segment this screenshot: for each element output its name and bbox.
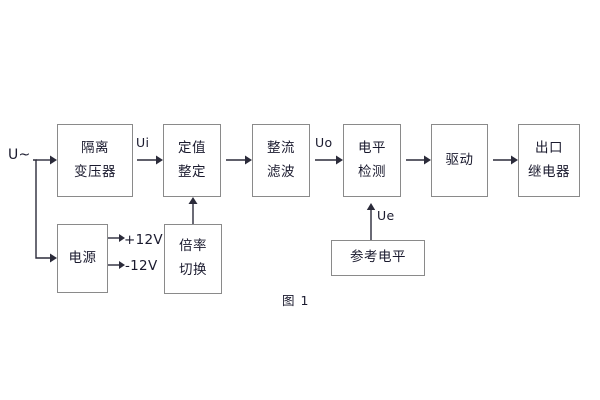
arrowhead-setting-to-rectify — [245, 155, 252, 165]
block-label-line2: 变压器 — [74, 163, 116, 180]
block-label-line2: 滤波 — [267, 163, 295, 180]
arrowhead-negative-12v — [119, 261, 125, 269]
block-label-line2: 检测 — [358, 163, 386, 180]
connector-drive-to-output-relay — [493, 155, 518, 165]
block-label-line1: 电源 — [68, 249, 97, 266]
block-power-supply[interactable]: 电源 — [57, 224, 108, 293]
block-label-line2: 整定 — [178, 163, 206, 180]
figure-caption: 图 1 — [282, 293, 310, 308]
connector-setting-to-rectify — [226, 155, 252, 165]
signal-label-uo: Uo — [315, 135, 333, 150]
block-level-detect[interactable]: 电平 检测 — [343, 124, 401, 197]
block-label-line1: 参考电平 — [350, 249, 406, 266]
signal-label-negative-12v: -12V — [125, 258, 158, 274]
block-label-line2: 继电器 — [528, 163, 570, 180]
block-rectify-filter[interactable]: 整流 滤波 — [252, 124, 310, 197]
connector-input-branch — [33, 155, 57, 263]
connector-level-detect-to-drive — [406, 155, 431, 165]
block-label-line1: 电平 — [358, 139, 386, 156]
block-label-line1: 驱动 — [445, 151, 474, 168]
block-label-line1: 整流 — [267, 139, 295, 156]
arrowhead-multiplier-to-setting — [188, 197, 198, 204]
arrowhead-level-detect-to-drive — [424, 155, 431, 165]
connector-reference-to-level-detect — [366, 203, 376, 240]
block-drive[interactable]: 驱动 — [431, 124, 488, 197]
signal-label-ui: Ui — [136, 135, 150, 150]
connector-input-bus — [33, 159, 50, 259]
connector-power-negative-12v — [108, 261, 125, 269]
arrowhead-drive-to-output-relay — [511, 155, 518, 165]
block-multiplier-switch[interactable]: 倍率 切换 — [164, 224, 222, 294]
signal-label-input-u: U~ — [8, 147, 31, 163]
block-label-line2: 切换 — [179, 262, 207, 278]
arrowhead-rectify-to-level-detect — [336, 155, 343, 165]
connector-power-positive-12v — [108, 234, 125, 242]
block-setting-adjust[interactable]: 定值 整定 — [163, 124, 221, 197]
signal-label-positive-12v: +12V — [124, 232, 163, 248]
signal-label-ue: Ue — [377, 208, 395, 223]
block-label-line1: 隔离 — [81, 139, 109, 156]
arrowhead-transformer-to-setting — [156, 155, 163, 165]
block-isolation-transformer[interactable]: 隔离 变压器 — [57, 124, 133, 197]
connector-transformer-to-setting — [137, 155, 163, 165]
arrowhead-input-to-transformer — [50, 155, 57, 165]
block-reference-level[interactable]: 参考电平 — [331, 240, 425, 276]
connector-rectify-to-level-detect — [315, 155, 343, 165]
block-label-line1: 出口 — [535, 139, 563, 156]
block-label-line1: 定值 — [178, 139, 206, 156]
block-label-line1: 倍率 — [179, 238, 207, 255]
arrowhead-reference-to-level-detect — [366, 203, 376, 210]
connector-multiplier-to-setting — [188, 197, 198, 224]
arrowhead-input-to-power-supply — [50, 253, 57, 263]
arrowhead-positive-12v — [119, 234, 125, 242]
block-output-relay[interactable]: 出口 继电器 — [518, 124, 580, 197]
